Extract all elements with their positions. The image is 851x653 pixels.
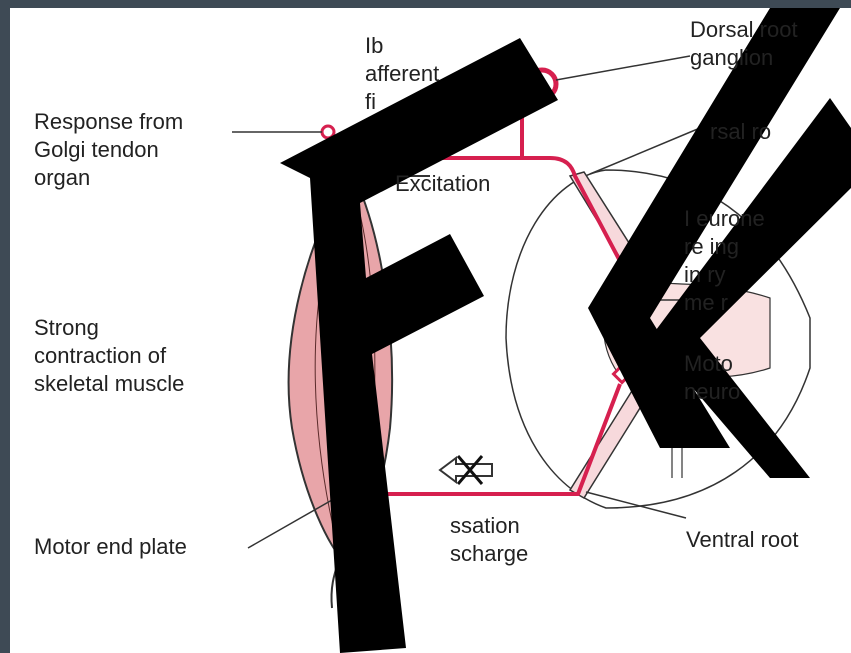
blocked-arrow-icon bbox=[440, 456, 492, 484]
label-response-golgi: Response from Golgi tendon organ bbox=[34, 108, 183, 192]
label-motor-neurone: Moto neuro bbox=[684, 350, 740, 406]
label-ventral-root: Ventral root bbox=[686, 526, 799, 554]
label-dorsal-root: rsal ro bbox=[710, 118, 771, 146]
label-strong-contraction: Strong contraction of skeletal muscle bbox=[34, 314, 184, 398]
label-cessation-discharge: ssation scharge bbox=[450, 512, 528, 568]
label-motor-end-plate: Motor end plate bbox=[34, 533, 187, 561]
label-interneurone: I eurone re ing in ry me r bbox=[684, 205, 765, 317]
diagram-canvas: Ib afferent fi Response from Golgi tendo… bbox=[10, 8, 851, 653]
label-excitation: Excitation bbox=[395, 170, 490, 198]
label-ib-afferent: Ib afferent fi bbox=[365, 32, 439, 116]
ganglion-pointer-line bbox=[556, 56, 690, 80]
label-dorsal-root-ganglion: Dorsal root ganglion bbox=[690, 16, 798, 72]
end-plate-pointer-line bbox=[248, 500, 332, 548]
